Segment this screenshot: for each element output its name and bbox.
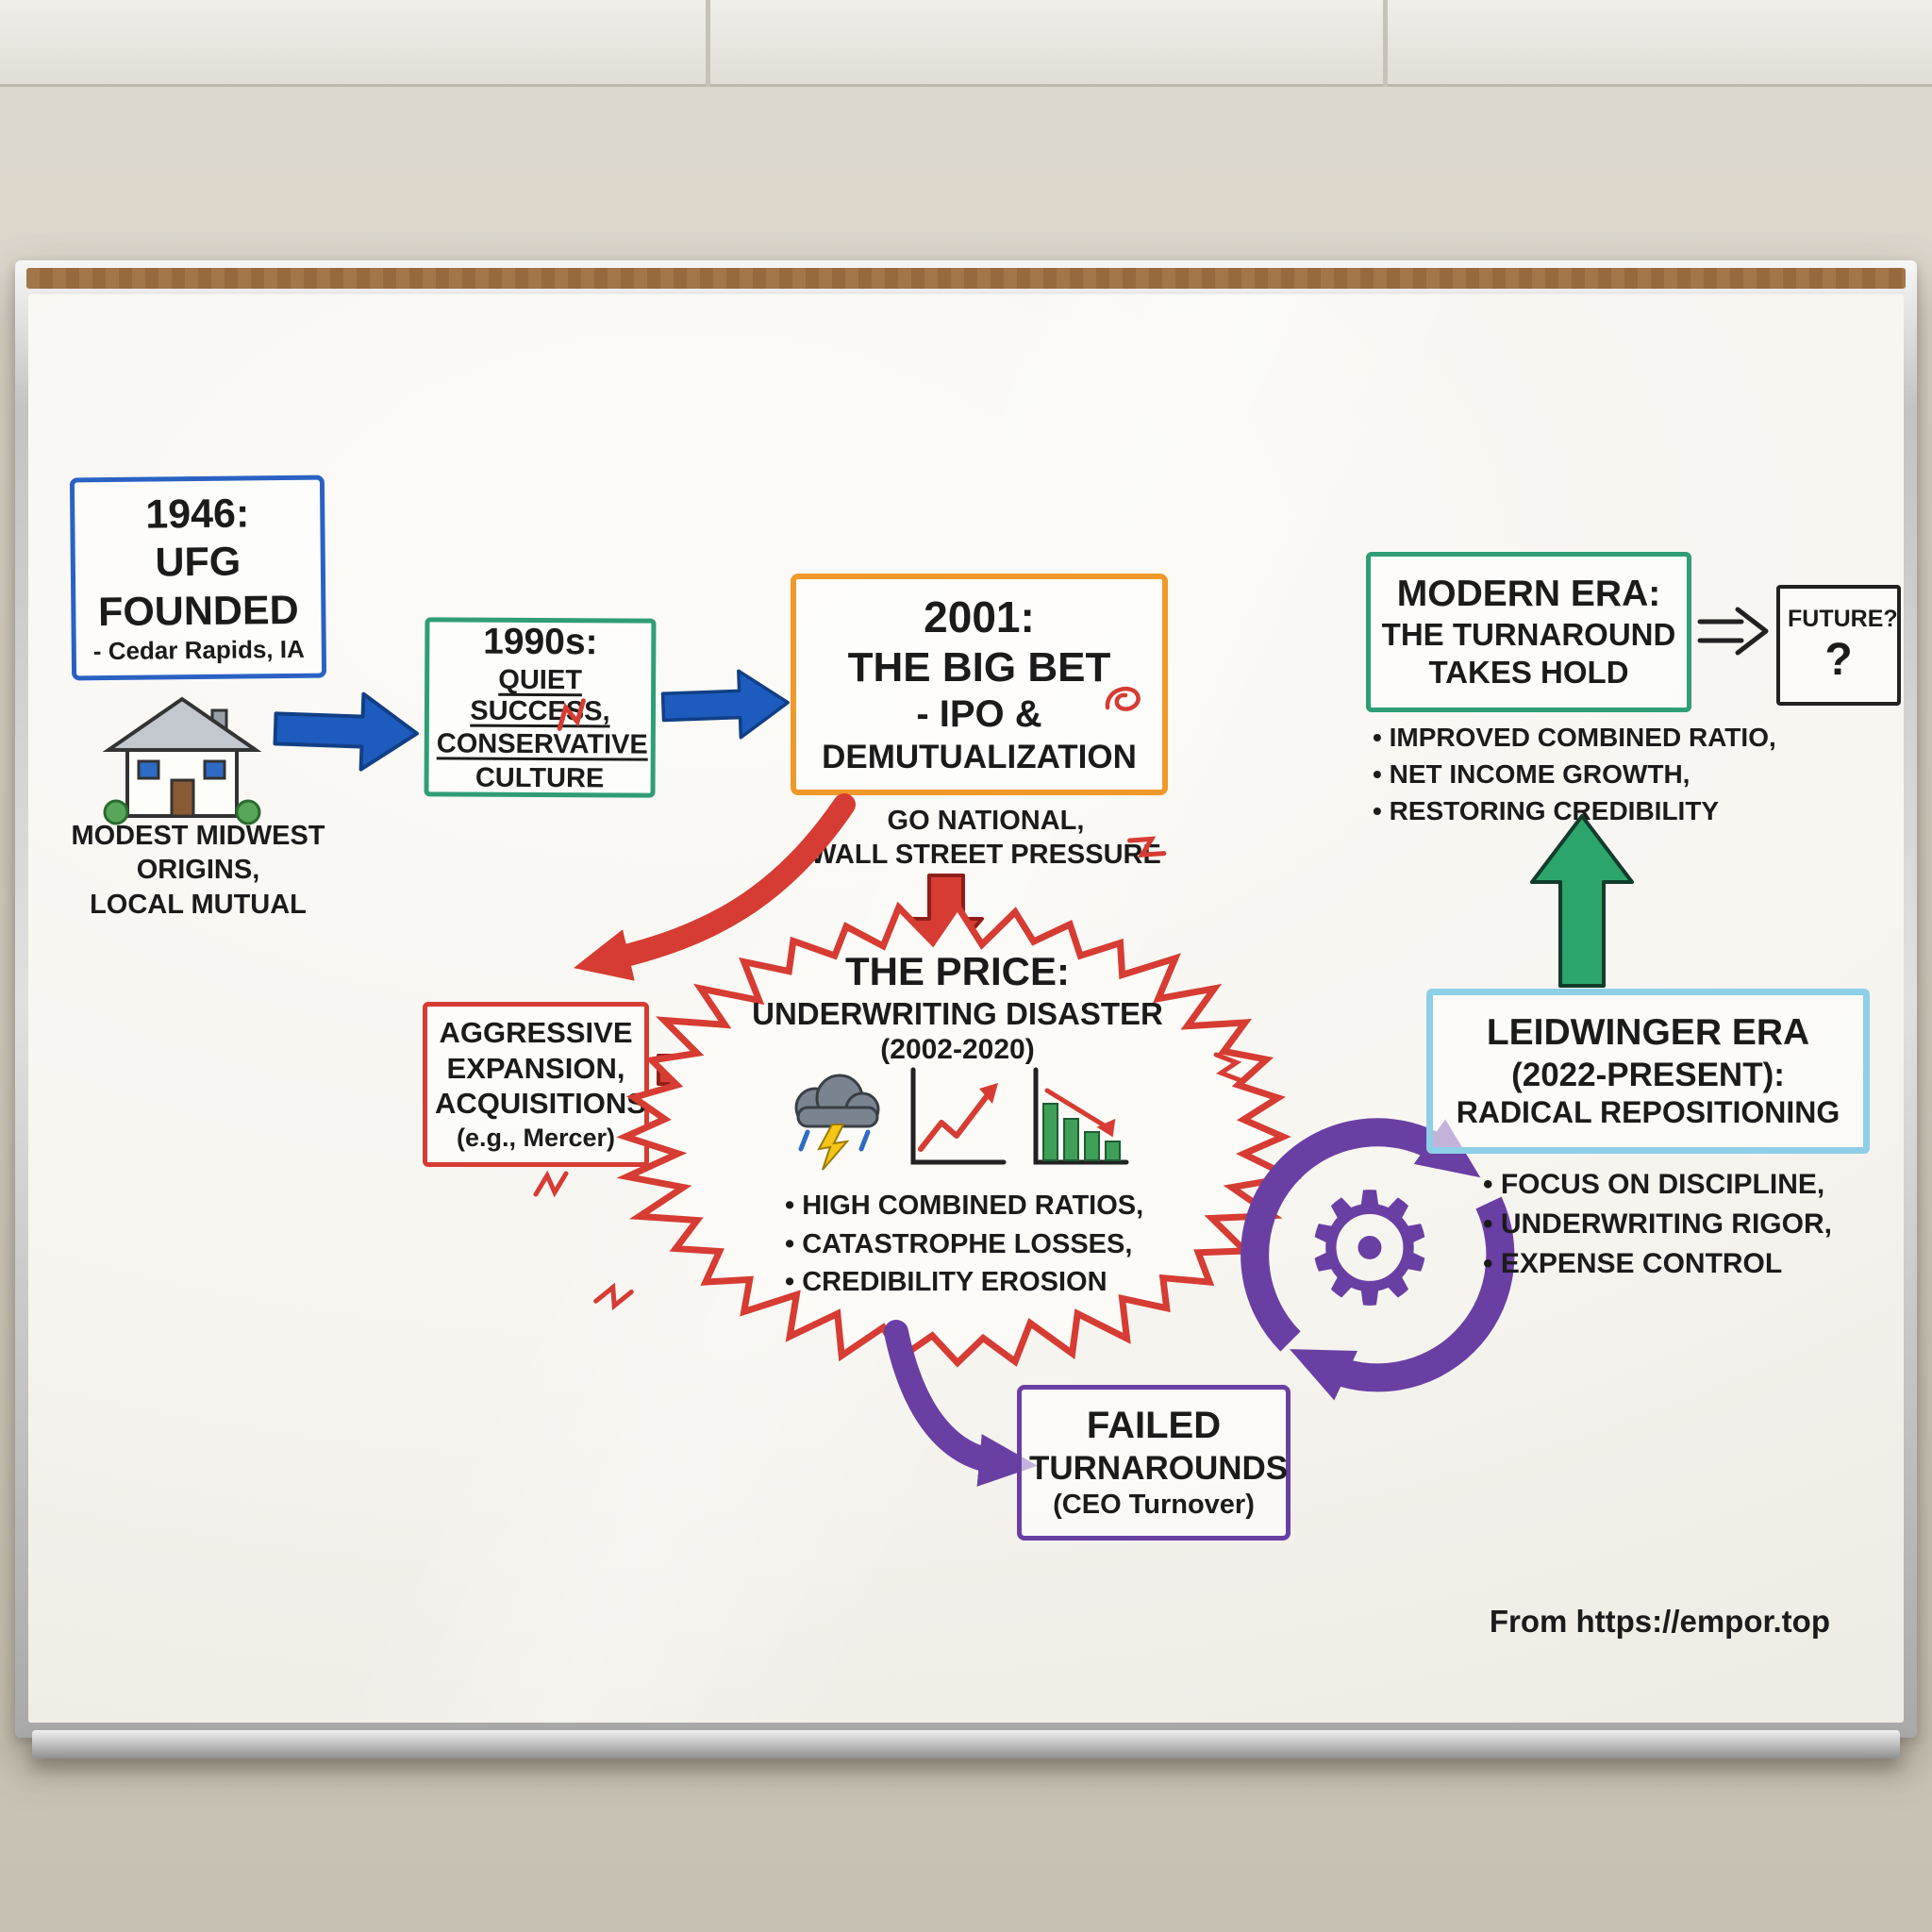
node-text: (e.g., Mercer) [456,1123,616,1152]
bullet-item: IMPROVED COMBINED RATIO, [1373,719,1778,756]
bullet-item: RESTORING CREDIBILITY [1373,792,1778,829]
node-text: ? [1824,634,1853,685]
node-text: 1990s: [483,621,598,663]
node-modern-era: MODERN ERA: THE TURNAROUND TAKES HOLD [1366,552,1691,712]
arrow-founded-to-1990s [273,691,419,772]
bullet-item: NET INCOME GROWTH, [1373,756,1778,792]
price-bullets: HIGH COMBINED RATIOS, CATASTROPHE LOSSES… [785,1187,1191,1302]
bar-chart-icon [1033,1067,1129,1165]
node-text: (CEO Turnover) [1053,1490,1255,1521]
origins-caption: MODEST MIDWEST ORIGINS, LOCAL MUTUAL [52,819,344,922]
node-text: RADICAL REPOSITIONING [1456,1095,1840,1130]
house-icon [102,696,262,825]
node-1990s: 1990s: QUIET SUCCESS, CONSERVATIVE CULTU… [424,617,657,798]
node-text: MODERN ERA: [1396,574,1661,615]
node-text: UFG [155,539,242,586]
marker-tray [32,1730,1900,1758]
line-chart-icon [910,1067,1007,1165]
arrow-modern-to-future [1697,607,1769,656]
arrow-2001-to-aggressive [574,793,856,981]
node-text: 2001: [924,591,1035,641]
node-text: (2002-2020) [880,1033,1035,1065]
node-text: - Cedar Rapids, IA [92,634,305,665]
arrow-1990s-to-2001 [660,669,790,740]
arrow-price-to-failed [884,1320,1038,1487]
accent-squiggle [1126,836,1167,858]
node-2001-big-bet: 2001: THE BIG BET - IPO & DEMUTUALIZATIO… [791,574,1168,795]
bullet-item: CREDIBILITY EROSION [785,1263,1191,1302]
node-1946-founded: 1946: UFG FOUNDED - Cedar Rapids, IA [69,475,327,681]
node-text: AGGRESSIVE [439,1015,633,1049]
bullet-item: FOCUS ON DISCIPLINE, [1483,1165,1879,1205]
source-attribution: From https://empor.top [1489,1604,1830,1639]
node-text: (2022-PRESENT): [1511,1056,1785,1093]
modern-bullets: IMPROVED COMBINED RATIO, NET INCOME GROW… [1373,719,1778,830]
node-text: THE BIG BET [847,644,1111,691]
bullet-item: EXPENSE CONTROL [1483,1244,1879,1284]
node-text: TURNAROUNDS [1029,1450,1289,1488]
ceiling-tile-seam [706,0,710,87]
node-text: THE TURNAROUND [1381,616,1676,652]
node-text: FOUNDED [97,587,299,635]
leidwinger-bullets: FOCUS ON DISCIPLINE, UNDERWRITING RIGOR,… [1483,1165,1879,1284]
node-text: FUTURE? [1788,605,1898,632]
node-leidwinger-era: LEIDWINGER ERA (2022-PRESENT): RADICAL R… [1426,989,1870,1154]
arrow-leidwinger-to-modern [1530,814,1634,988]
caption-line: LOCAL MUTUAL [90,889,307,920]
node-text: TAKES HOLD [1428,654,1629,690]
accent-squiggle [557,698,586,731]
node-text: THE PRICE: [844,949,1070,993]
node-failed-turnarounds: FAILED TURNAROUNDS (CEO Turnover) [1017,1385,1291,1541]
node-aggressive-expansion: AGGRESSIVE EXPANSION, ACQUISITIONS (e.g.… [423,1002,649,1167]
storm-cloud-icon [794,1074,880,1171]
accent-squiggle [1213,1052,1244,1084]
caption-line: GO NATIONAL, [887,806,1085,836]
bullet-item: CATASTROPHE LOSSES, [785,1225,1191,1264]
gear-icon: ⚙ [1300,1162,1440,1336]
node-future: FUTURE? ? [1776,585,1901,706]
price-title: THE PRICE: UNDERWRITING DISASTER (2002-2… [703,948,1212,1067]
node-text: QUIET SUCCESS, [470,665,610,727]
caption-line: MODEST MIDWEST [71,821,325,851]
caption-line: WALL STREET PRESSURE [810,840,1161,871]
ceiling [0,0,1932,87]
cork-strip [26,268,1906,289]
ceiling-tile-seam [1383,0,1388,87]
accent-swirl [1105,686,1141,711]
node-text: LEIDWINGER ERA [1486,1012,1810,1054]
bullet-item: UNDERWRITING RIGOR, [1483,1205,1879,1244]
node-text: - IPO & [916,693,1042,736]
accent-squiggle [593,1282,634,1311]
caption-line: ORIGINS, [136,855,260,886]
node-text: FAILED [1086,1405,1222,1447]
node-text: EXPANSION, [446,1051,625,1085]
node-text: CONSERVATIVE [436,728,648,760]
node-text: ACQUISITIONS [435,1087,646,1121]
node-text: UNDERWRITING DISASTER [752,996,1163,1032]
accent-squiggle [533,1170,569,1198]
go-national-caption: GO NATIONAL, WALL STREET PRESSURE [807,804,1165,873]
node-text: 1946: [145,491,250,538]
bullet-item: HIGH COMBINED RATIOS, [785,1187,1191,1225]
node-text: DEMUTUALIZATION [822,739,1137,776]
